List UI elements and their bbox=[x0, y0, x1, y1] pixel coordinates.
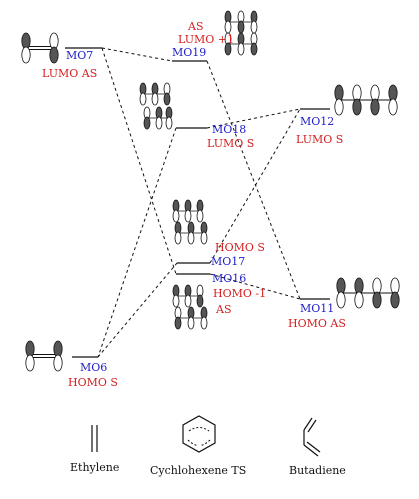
mo19-symmetry-label: AS bbox=[187, 20, 203, 33]
mo18-symmetry-label: LUMO S bbox=[207, 137, 254, 150]
ethylene-lumo-orbital bbox=[21, 32, 59, 64]
ts-mo17-orbital bbox=[172, 199, 208, 245]
mo6-label: MO6 bbox=[80, 361, 107, 374]
butadiene-homo-orbital bbox=[336, 277, 400, 309]
mo19-energy-label: LUMO +1 bbox=[178, 33, 234, 46]
mo18-label: MO18 bbox=[212, 123, 246, 136]
cyclohexene-ts-structure bbox=[182, 415, 216, 453]
mo6-symmetry-label: HOMO S bbox=[68, 376, 118, 389]
correlation-lines bbox=[97, 47, 301, 358]
butadiene-structure bbox=[303, 417, 321, 457]
mo11-label: MO11 bbox=[300, 302, 334, 315]
energy-levels bbox=[65, 47, 330, 358]
ethylene-caption: Ethylene bbox=[70, 461, 119, 474]
mo16-symmetry-label: AS bbox=[215, 303, 231, 316]
ts-mo18-orbital bbox=[139, 82, 173, 130]
mo12-label: MO12 bbox=[300, 115, 334, 128]
mo7-label: MO7 bbox=[66, 49, 93, 62]
mo16-energy-label: HOMO -1 bbox=[213, 287, 266, 300]
mo16-label: MO16 bbox=[212, 272, 246, 285]
mo19-label: MO19 bbox=[172, 46, 206, 59]
correlation-line bbox=[97, 262, 178, 358]
butadiene-lumo-orbital bbox=[334, 84, 398, 116]
mo17-symmetry-label: HOMO S bbox=[215, 241, 265, 254]
ts-caption: Cychlohexene TS bbox=[150, 464, 246, 477]
ts-mo19-orbital bbox=[224, 10, 258, 56]
correlation-line bbox=[101, 47, 173, 62]
correlation-line bbox=[206, 60, 301, 300]
correlation-line bbox=[97, 127, 177, 358]
mo12-symmetry-label: LUMO S bbox=[296, 133, 343, 146]
mo11-symmetry-label: HOMO AS bbox=[288, 317, 346, 330]
butadiene-caption: Butadiene bbox=[289, 464, 346, 477]
mo17-label: MO17 bbox=[211, 255, 245, 268]
correlation-line bbox=[206, 108, 301, 129]
ethylene-homo-orbital bbox=[25, 340, 63, 372]
ts-mo16-orbital bbox=[172, 284, 208, 330]
ethylene-structure bbox=[91, 425, 98, 452]
mo7-symmetry-label: LUMO AS bbox=[42, 67, 97, 80]
correlation-line bbox=[101, 47, 177, 275]
